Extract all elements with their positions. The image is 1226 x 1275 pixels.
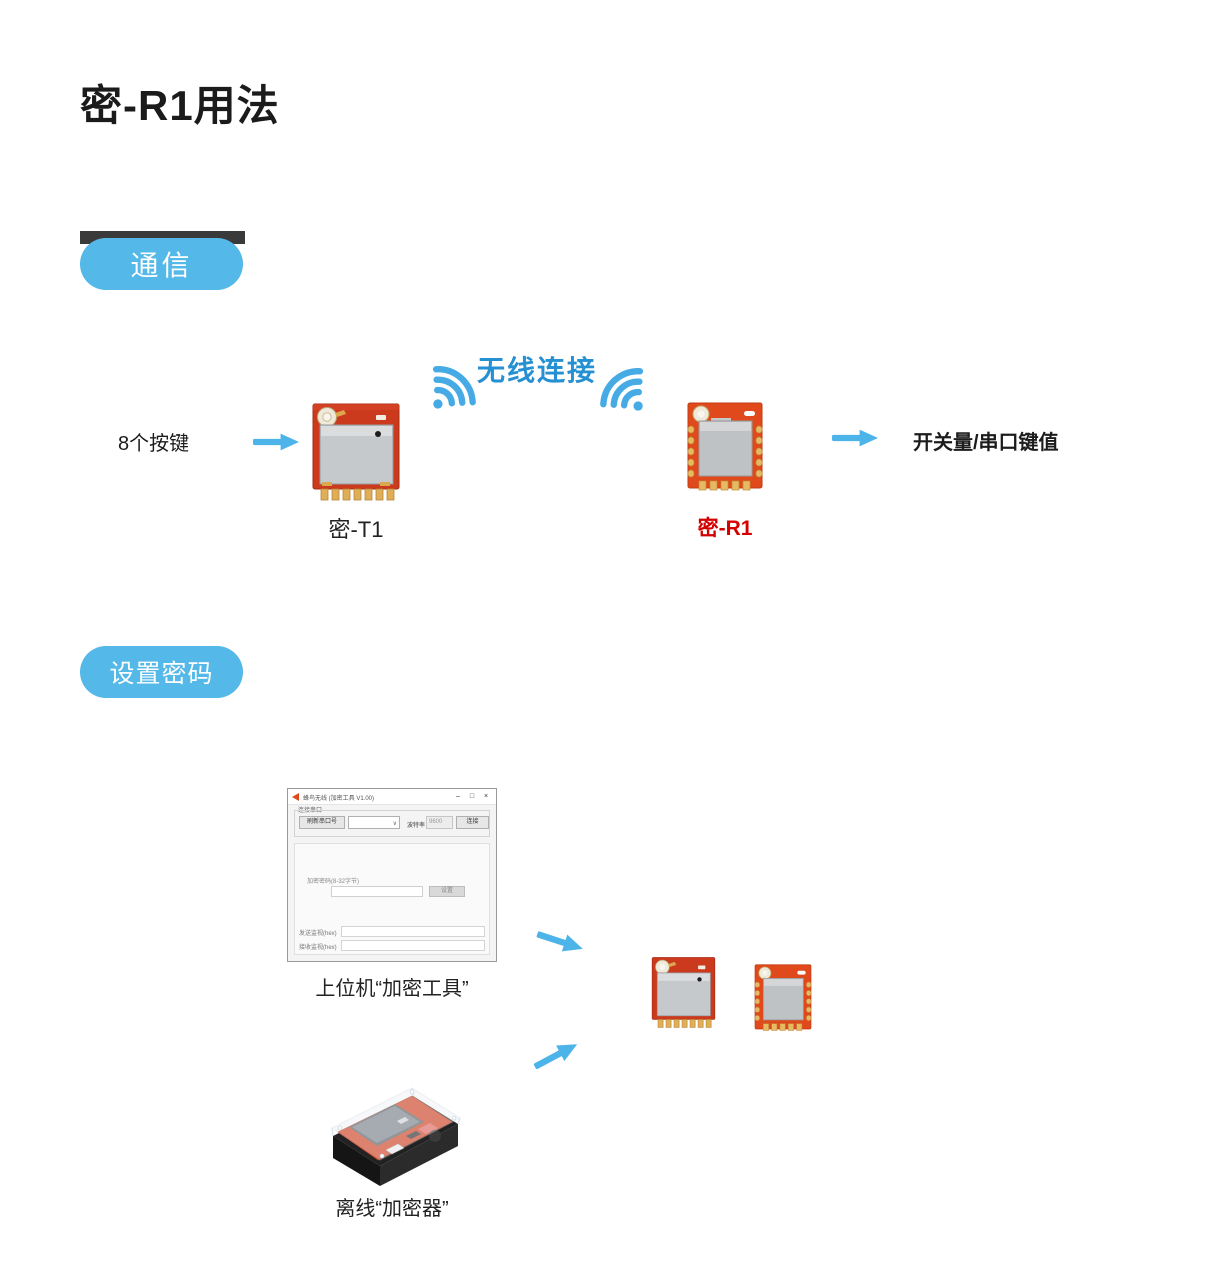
arrow-right-icon bbox=[832, 429, 878, 447]
window-titlebar: 蜂鸟无线 (加密工具 V1.00) – □ × bbox=[288, 789, 496, 805]
module-t1-label: 密-T1 bbox=[328, 517, 384, 542]
comm-output-label: 开关量/串口键值 bbox=[913, 432, 1059, 454]
connect-button[interactable]: 连接 bbox=[456, 816, 489, 829]
baud-combobox[interactable]: 9600 bbox=[426, 816, 453, 829]
app-icon bbox=[292, 793, 299, 801]
baud-label: 波特率 bbox=[407, 823, 426, 829]
maximize-button[interactable]: □ bbox=[469, 793, 475, 800]
port-group-box bbox=[294, 810, 490, 837]
minimize-button[interactable]: – bbox=[456, 793, 460, 800]
module-t1-image bbox=[310, 402, 402, 507]
offline-encryptor-caption: 离线“加密器” bbox=[335, 1198, 449, 1220]
wifi-signal-icon bbox=[582, 349, 667, 435]
arrow-right-icon bbox=[253, 433, 299, 451]
password-input[interactable] bbox=[331, 886, 423, 897]
refresh-port-button[interactable]: 刷新串口号 bbox=[299, 816, 345, 829]
set-password-badge: 设置密码 bbox=[80, 646, 243, 698]
set-password-button[interactable]: 设置 bbox=[429, 886, 465, 897]
send-monitor-input[interactable] bbox=[341, 926, 485, 937]
module-r1-image bbox=[752, 964, 814, 1037]
offline-encryptor-image bbox=[318, 1074, 468, 1197]
close-button[interactable]: × bbox=[483, 793, 489, 800]
module-r1-label: 密-R1 bbox=[697, 517, 753, 540]
recv-monitor-input[interactable] bbox=[341, 940, 485, 951]
arrow-right-icon bbox=[534, 925, 586, 958]
wireless-connection-label: 无线连接 bbox=[477, 355, 598, 386]
module-t1-image bbox=[650, 956, 717, 1034]
page-title: 密-R1用法 bbox=[80, 82, 280, 129]
send-monitor-row: 发送监视(hex) bbox=[299, 926, 485, 937]
main-panel: 加密密码(8-32字节) 设置 发送监视(hex) 接收监视(hex) bbox=[294, 843, 490, 955]
password-label: 加密密码(8-32字节) bbox=[307, 879, 360, 885]
recv-monitor-label: 接收监视(hex) bbox=[299, 945, 337, 951]
chevron-down-icon: ∨ bbox=[392, 821, 397, 827]
window-title: 蜂鸟无线 (加密工具 V1.00) bbox=[303, 796, 375, 802]
encrypt-tool-window: 蜂鸟无线 (加密工具 V1.00) – □ × 连接串口 刷新串口号 ∨ 波特率… bbox=[287, 788, 497, 962]
send-monitor-label: 发送监视(hex) bbox=[299, 931, 337, 937]
wifi-signal-icon bbox=[408, 347, 493, 433]
communication-badge: 通信 bbox=[80, 238, 243, 290]
arrow-right-icon bbox=[530, 1036, 581, 1075]
recv-monitor-row: 接收监视(hex) bbox=[299, 940, 485, 951]
port-combobox[interactable]: ∨ bbox=[348, 816, 400, 829]
pc-tool-caption: 上位机“加密工具” bbox=[315, 978, 469, 1000]
module-r1-image bbox=[686, 402, 764, 497]
port-group-label: 连接串口 bbox=[296, 805, 325, 814]
comm-input-label: 8个按键 bbox=[118, 433, 190, 455]
